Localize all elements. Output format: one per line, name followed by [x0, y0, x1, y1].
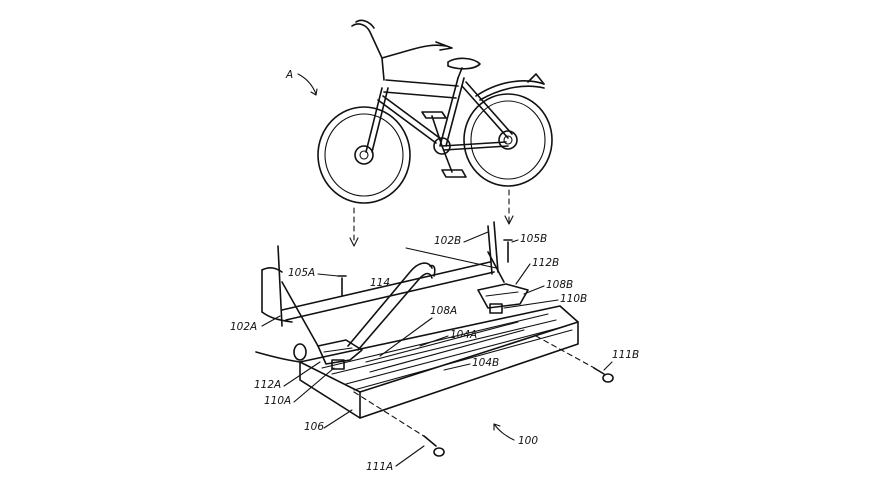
left-ellipse	[255, 343, 307, 363]
pointer-a: A	[285, 69, 318, 96]
pedals	[421, 111, 467, 178]
clamp-112b	[477, 283, 529, 309]
latch-110a	[331, 359, 345, 370]
front-wheel	[463, 93, 553, 187]
latch-110b	[489, 303, 503, 314]
label-112a: 112A	[254, 379, 281, 391]
key-111a	[423, 435, 445, 457]
label-111b: 111B	[612, 349, 639, 361]
reference-labels: 102B 105B 105A 114 112B 108B 110B 108A 1…	[230, 231, 639, 473]
label-108b: 108B	[546, 279, 573, 291]
bolt-105a	[337, 275, 347, 297]
bolt-105b	[503, 239, 513, 263]
rear-wheel	[317, 106, 411, 204]
key-111b	[593, 367, 614, 383]
label-108a: 108A	[430, 305, 457, 317]
label-111a: 111A	[366, 461, 393, 473]
bicycle-frame	[365, 77, 513, 173]
label-102b: 102B	[434, 235, 461, 247]
label-104b: 104B	[472, 357, 499, 369]
clamp-112a	[317, 339, 363, 365]
label-105b: 105B	[520, 233, 547, 245]
label-110b: 110B	[560, 293, 587, 305]
bicycle	[317, 19, 553, 204]
label-102a: 102A	[230, 321, 257, 333]
handlebar	[351, 19, 453, 81]
label-110a: 110A	[264, 395, 291, 407]
label-105a: 105A	[288, 267, 315, 279]
label-114: 114	[370, 277, 390, 289]
key-lines	[353, 335, 599, 441]
label-104a: 104A	[450, 329, 477, 341]
label-a: A	[285, 69, 293, 81]
saddle	[447, 57, 481, 79]
label-106: 106	[304, 421, 324, 433]
rear-fender	[475, 73, 545, 101]
label-112b: 112B	[532, 257, 559, 269]
wheel-stop-hook	[347, 262, 436, 351]
drop-arrows	[349, 189, 514, 247]
label-100: 100	[518, 435, 538, 447]
